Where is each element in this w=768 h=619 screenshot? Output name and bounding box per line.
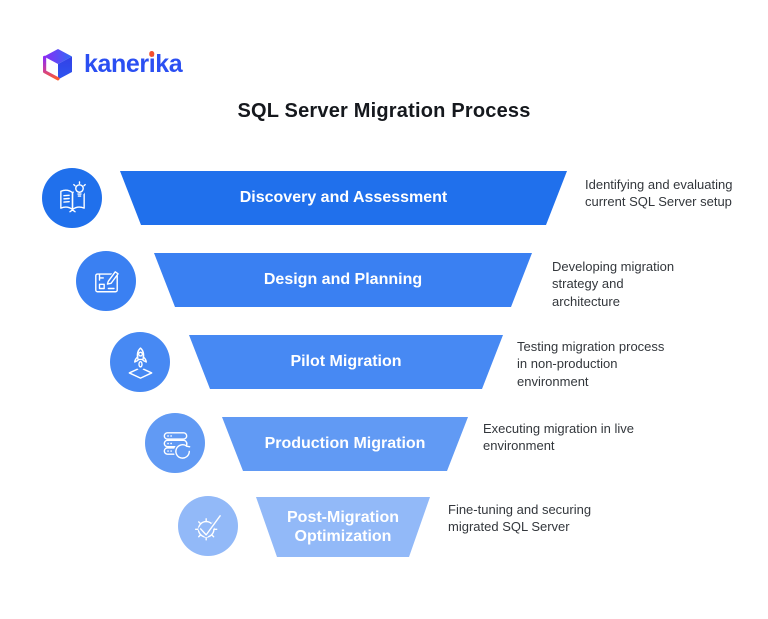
stage-icon-circle xyxy=(178,496,238,556)
stage-bar-label: Post-Migration Optimization xyxy=(287,508,399,545)
server-sync-icon xyxy=(163,431,191,460)
stage-icon-circle xyxy=(76,251,136,311)
book-lightbulb-icon xyxy=(59,180,86,212)
stage-description: Developing migration strategy and archit… xyxy=(552,259,675,309)
stage-icon-circle xyxy=(42,168,102,228)
wordmark-i: i xyxy=(148,49,156,78)
stage-bar: Discovery and Assessment xyxy=(120,171,567,225)
gear-check-icon xyxy=(194,512,222,541)
stage-icon-circle xyxy=(145,413,205,473)
stage-description: Testing migration process in non-product… xyxy=(517,339,665,389)
stage-bar: Production Migration xyxy=(222,417,468,471)
stage-bar-label: Production Migration xyxy=(264,435,426,453)
stage-bar-label: Design and Planning xyxy=(263,271,423,289)
stage-description: Fine-tuning and securing migrated SQL Se… xyxy=(448,502,592,535)
stage-bar: Post-Migration Optimization xyxy=(256,497,430,557)
kanerika-cube-icon xyxy=(43,49,72,81)
stage-bar: Design and Planning xyxy=(154,253,532,307)
stage-bar: Pilot Migration xyxy=(189,335,503,389)
stage-bar-label: Discovery and Assessment xyxy=(239,189,448,207)
blueprint-pencil-icon xyxy=(94,268,119,292)
stage-description: Identifying and evaluating current SQL S… xyxy=(585,177,733,210)
wordmark-part1: kaner xyxy=(84,49,149,78)
page-title: SQL Server Migration Process xyxy=(237,100,531,122)
wordmark-part2: ka xyxy=(155,49,183,78)
stage-description: Executing migration in live environment xyxy=(483,421,635,454)
stage-icon-circle xyxy=(110,332,170,392)
stage-bar-label: Pilot Migration xyxy=(290,353,402,371)
rocket-launch-icon xyxy=(128,346,152,379)
